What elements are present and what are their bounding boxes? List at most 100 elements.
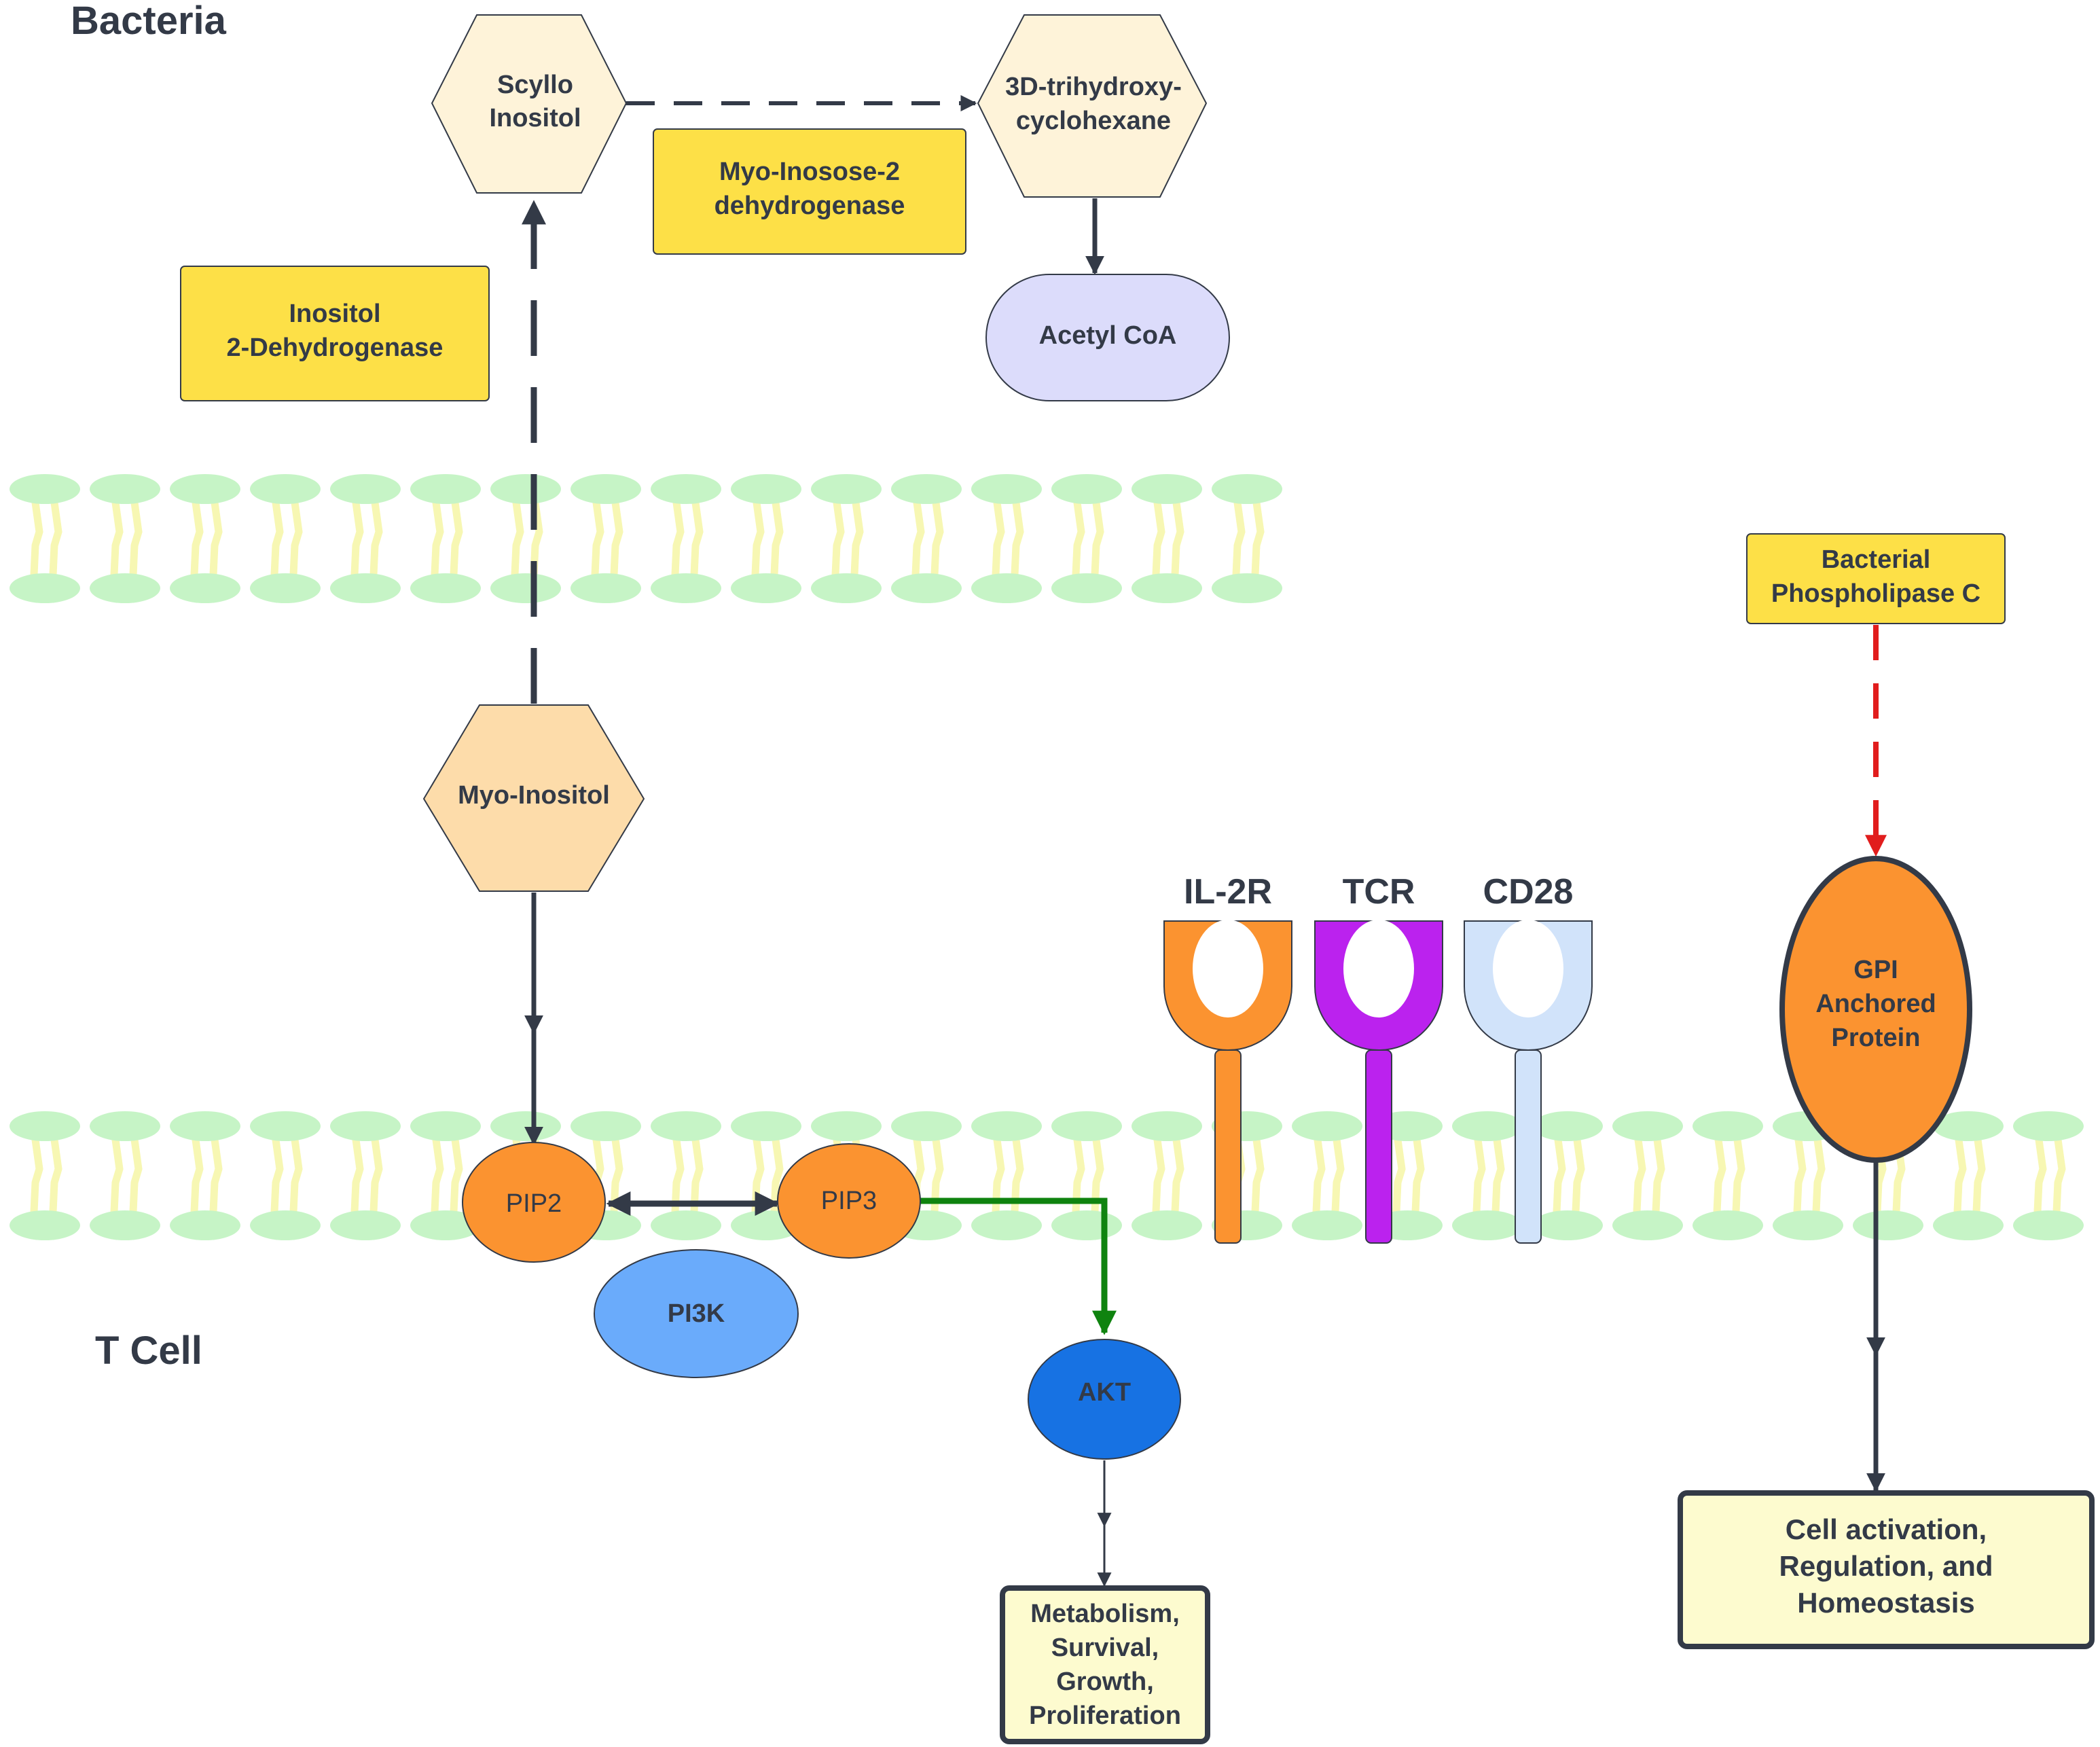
lipid-head [891,573,962,603]
svg-text:Metabolism,: Metabolism, [1030,1600,1180,1628]
region-label-bacteria: Bacteria [71,0,227,43]
svg-text:Homeostasis: Homeostasis [1797,1587,1974,1619]
lipid-head [891,1111,962,1141]
region-label-tcell: T Cell [95,1329,202,1373]
lipid-head [1292,1111,1362,1141]
lipid-head [250,1111,321,1141]
lipid-tail [1072,499,1085,579]
lipid-head [10,573,80,603]
lipid-tail [1251,1136,1265,1216]
lipid-head [651,1210,721,1240]
svg-text:Proliferation: Proliferation [1029,1701,1181,1730]
receptor-tcr: TCR [1314,872,1443,1244]
lipid-tail [1812,1136,1826,1216]
lipid-head [250,474,321,504]
lipid-head [170,474,240,504]
svg-text:cyclohexane: cyclohexane [1016,107,1171,135]
lipid-tail [49,1136,62,1216]
svg-text:Anchored: Anchored [1815,990,1936,1018]
svg-text:Phospholipase C: Phospholipase C [1771,579,1980,608]
lipid-head [170,1210,240,1240]
lipid-tail [1251,499,1265,579]
svg-text:Inositol: Inositol [289,300,380,328]
lipid-head [971,1210,1042,1240]
lipid-tail [751,499,765,579]
svg-text:AKT: AKT [1078,1378,1131,1407]
lipid-head [410,1111,481,1141]
svg-text:dehydrogenase: dehydrogenase [714,192,905,220]
svg-text:3D-trihydroxy-: 3D-trihydroxy- [1005,73,1182,101]
lipid-head [90,474,160,504]
enzyme-inositol-dehydrogenase: Inositol 2-Dehydrogenase [180,266,490,401]
lipid-head [651,1111,721,1141]
lipid-head [2013,1210,2084,1240]
lipid-tail [450,1136,463,1216]
lipid-tail [1011,499,1024,579]
lipid-tail [690,499,704,579]
outcome-gpi-box: Cell activation, Regulation, and Homeost… [1678,1490,2095,1649]
enzyme-bacterial-phospholipase-c: Bacterial Phospholipase C [1746,533,2006,624]
lipid-head [891,474,962,504]
myo-inositol-node: Myo-Inositol [422,704,645,892]
lipid-tail [1152,499,1165,579]
lipid-tail [1713,1136,1726,1216]
lipid-tail [129,1136,143,1216]
lipid-head [90,1210,160,1240]
svg-text:Regulation, and: Regulation, and [1779,1550,1993,1582]
lipid-head [731,573,801,603]
lipid-tail [129,499,143,579]
lipid-tail [1953,1136,1967,1216]
enzyme-myo-inosose-dehydrogenase: Myo-Inosose-2 dehydrogenase [653,128,966,255]
lipid-tail [2033,1136,2047,1216]
lipid-head [1132,573,1202,603]
lipid-tail [911,499,925,579]
lipid-tail [30,1136,43,1216]
lipid-head [330,1210,401,1240]
lipid-head [250,573,321,603]
lipid-head [1933,1210,2004,1240]
lipid-head [2013,1111,2084,1141]
lipid-head [731,474,801,504]
lipid-head [250,1210,321,1240]
lipid-tail [1171,499,1184,579]
receptor-cd28: CD28 [1464,872,1593,1244]
lipid-head [410,474,481,504]
lipid-head [1853,1210,1923,1240]
lipid-tail [770,499,784,579]
lipid-tail [1152,1136,1165,1216]
lipid-head [811,1111,882,1141]
lipid-head [1132,474,1202,504]
lipid-tail [190,499,204,579]
lipid-head [1212,573,1282,603]
lipid-head [971,573,1042,603]
lipid-head [1692,1210,1763,1240]
lipid-head [410,573,481,603]
pip2-node: PIP2 [462,1142,606,1263]
lipid-tail [209,499,223,579]
lipid-head [1051,1210,1122,1240]
lipid-head [10,1210,80,1240]
lipid-head [1051,474,1122,504]
svg-text:PI3K: PI3K [668,1299,725,1328]
lipid-tail [1232,499,1246,579]
akt-node: AKT [1028,1339,1181,1460]
lipid-head [571,573,641,603]
lipid-head [1292,1210,1362,1240]
svg-text:IL-2R: IL-2R [1184,872,1272,912]
pi3k-node: PI3K [594,1249,799,1378]
lipid-tail [431,1136,444,1216]
svg-text:PIP2: PIP2 [506,1189,562,1218]
lipid-tail [369,1136,383,1216]
pip3-node: PIP3 [777,1143,921,1259]
lipid-tail [930,1136,944,1216]
svg-text:PIP3: PIP3 [821,1187,877,1215]
lipid-tail [1411,1136,1425,1216]
lipid-tail [1553,1136,1566,1216]
lipid-head [90,573,160,603]
lipid-head [490,474,561,504]
svg-text:CD28: CD28 [1483,872,1574,912]
lipid-tail [1732,1136,1745,1216]
lipid-tail [209,1136,223,1216]
lipid-tail [289,499,303,579]
